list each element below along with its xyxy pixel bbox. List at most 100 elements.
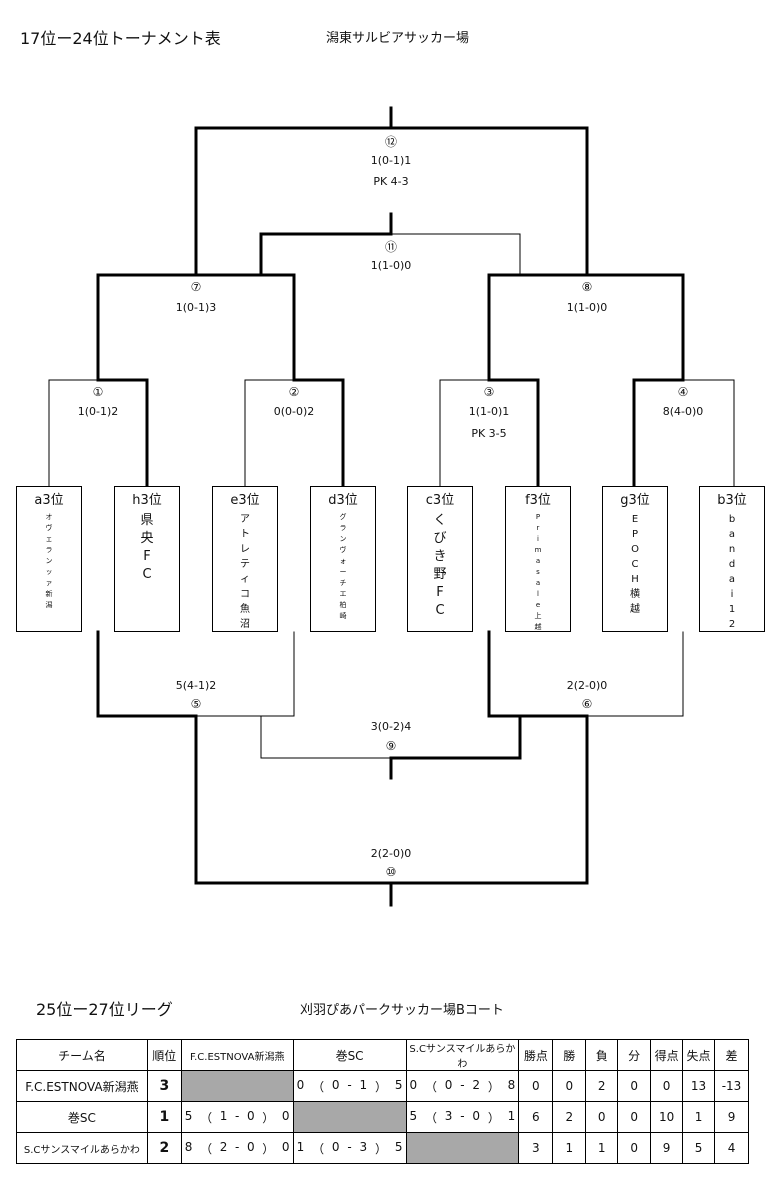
- team-name-char: テ: [240, 559, 250, 570]
- team-name-char: ア: [240, 514, 250, 525]
- league-stat: 2: [585, 1070, 619, 1102]
- team-name-char: 越: [630, 604, 640, 615]
- league-stat: 0: [617, 1070, 652, 1102]
- score-part: -: [460, 1077, 465, 1092]
- match-7-number: ⑦: [190, 280, 202, 294]
- league-team-name: 巻SC: [16, 1101, 148, 1133]
- header-rank: 順位: [146, 1039, 182, 1071]
- league-rank: 2: [146, 1132, 182, 1164]
- team-name-char: 魚: [240, 604, 250, 615]
- score-part: 0: [331, 1077, 340, 1092]
- team-seed: a3位: [34, 493, 64, 508]
- header-goals-against: 失点: [682, 1039, 716, 1071]
- match-3-score: 1(1-0)1: [468, 405, 510, 418]
- match-12-pk: PK 4-3: [373, 175, 409, 188]
- score-part: （: [312, 1141, 325, 1156]
- match-11-number: ⑪: [384, 240, 398, 254]
- score-part: 8: [507, 1077, 516, 1092]
- match-1-score: 1(0-1)2: [77, 405, 119, 418]
- league-result-self: [180, 1070, 294, 1102]
- team-box: a3位 オヴェランッァ新潟: [16, 486, 82, 632]
- league-stat: 13: [682, 1070, 716, 1102]
- team-name-char: F: [143, 549, 151, 564]
- team-name-char: エ: [339, 590, 347, 598]
- score-part: 3: [444, 1108, 453, 1123]
- team-name-char: ォ: [339, 557, 347, 565]
- match-5-number: ⑤: [190, 697, 202, 711]
- team-name-char: ヴ: [45, 524, 53, 532]
- score-part: 0: [331, 1139, 340, 1154]
- team-name-char: a: [535, 557, 541, 565]
- match-2-number: ②: [288, 385, 300, 399]
- league-stat: 0: [518, 1070, 554, 1102]
- match-2-score: 0(0-0)2: [273, 405, 315, 418]
- team-name-char: r: [536, 524, 540, 532]
- league-result: 0（0-1）5: [292, 1070, 407, 1102]
- league-stat: 5: [682, 1132, 716, 1164]
- league-team-name: S.Cサンスマイルあらかわ: [16, 1132, 148, 1164]
- team-name-char: 横: [630, 589, 640, 600]
- team-name-char: 2: [728, 619, 736, 630]
- score-part: 5: [409, 1108, 418, 1123]
- team-name-char: a: [535, 579, 541, 587]
- league-stat: 1: [682, 1101, 716, 1133]
- league-venue: 刈羽ぴあパークサッカー場Bコート: [300, 1003, 504, 1018]
- score-part: （: [424, 1110, 437, 1125]
- team-name-char: a: [728, 529, 736, 540]
- team-name-char: び: [433, 531, 447, 546]
- league-table: チーム名 順位 F.C.ESTNOVA新潟燕 巻SC S.Cサンスマイルあらかわ…: [16, 1039, 749, 1164]
- score-part: （: [424, 1079, 437, 1094]
- team-seed: g3位: [620, 493, 650, 508]
- team-name-char: i: [537, 535, 539, 543]
- team-name-char: ラ: [45, 546, 53, 554]
- team-name-char: b: [728, 514, 736, 525]
- score-part: 3: [359, 1139, 368, 1154]
- score-part: ）: [487, 1110, 500, 1125]
- team-name-char: 潟: [45, 601, 53, 609]
- team-name-char: d: [728, 559, 736, 570]
- match-5-score: 5(4-1)2: [175, 679, 217, 692]
- header-team: チーム名: [16, 1039, 148, 1071]
- league-stat: 6: [518, 1101, 554, 1133]
- team-name-char: 柏: [339, 601, 347, 609]
- header-wins: 勝: [552, 1039, 587, 1071]
- team-name-char: ィ: [240, 574, 250, 585]
- team-name-char: l: [537, 590, 539, 598]
- score-part: 0: [246, 1139, 255, 1154]
- team-name: グランヴォーチエ柏崎: [311, 512, 375, 622]
- team-name-char: s: [536, 568, 540, 576]
- league-stat: 0: [617, 1101, 652, 1133]
- team-name-char: ン: [45, 557, 53, 565]
- team-name-char: レ: [240, 544, 250, 555]
- team-name-char: O: [631, 544, 639, 555]
- team-name-char: a: [728, 574, 736, 585]
- team-name-char: ヴ: [339, 546, 347, 554]
- team-name-char: ト: [240, 529, 250, 540]
- league-stat: 0: [585, 1101, 619, 1133]
- team-name-char: 沼: [240, 619, 250, 630]
- team-seed: h3位: [132, 493, 162, 508]
- league-stat: 1: [552, 1132, 587, 1164]
- team-name-char: E: [631, 514, 639, 525]
- tournament-title: 17位ー24位トーナメント表: [20, 29, 221, 48]
- score-part: 0: [246, 1108, 255, 1123]
- league-stat: 9: [714, 1101, 749, 1133]
- team-name-char: e: [535, 601, 541, 609]
- league-result-self: [405, 1132, 520, 1164]
- team-name-char: H: [631, 574, 639, 585]
- score-part: 0: [444, 1077, 453, 1092]
- team-name-char: C: [631, 559, 639, 570]
- score-part: 2: [219, 1139, 228, 1154]
- header-points: 勝点: [518, 1039, 554, 1071]
- score-part: ）: [374, 1141, 387, 1156]
- league-result-self: [292, 1101, 407, 1133]
- team-name-char: m: [534, 546, 542, 554]
- league-stat: 0: [552, 1070, 587, 1102]
